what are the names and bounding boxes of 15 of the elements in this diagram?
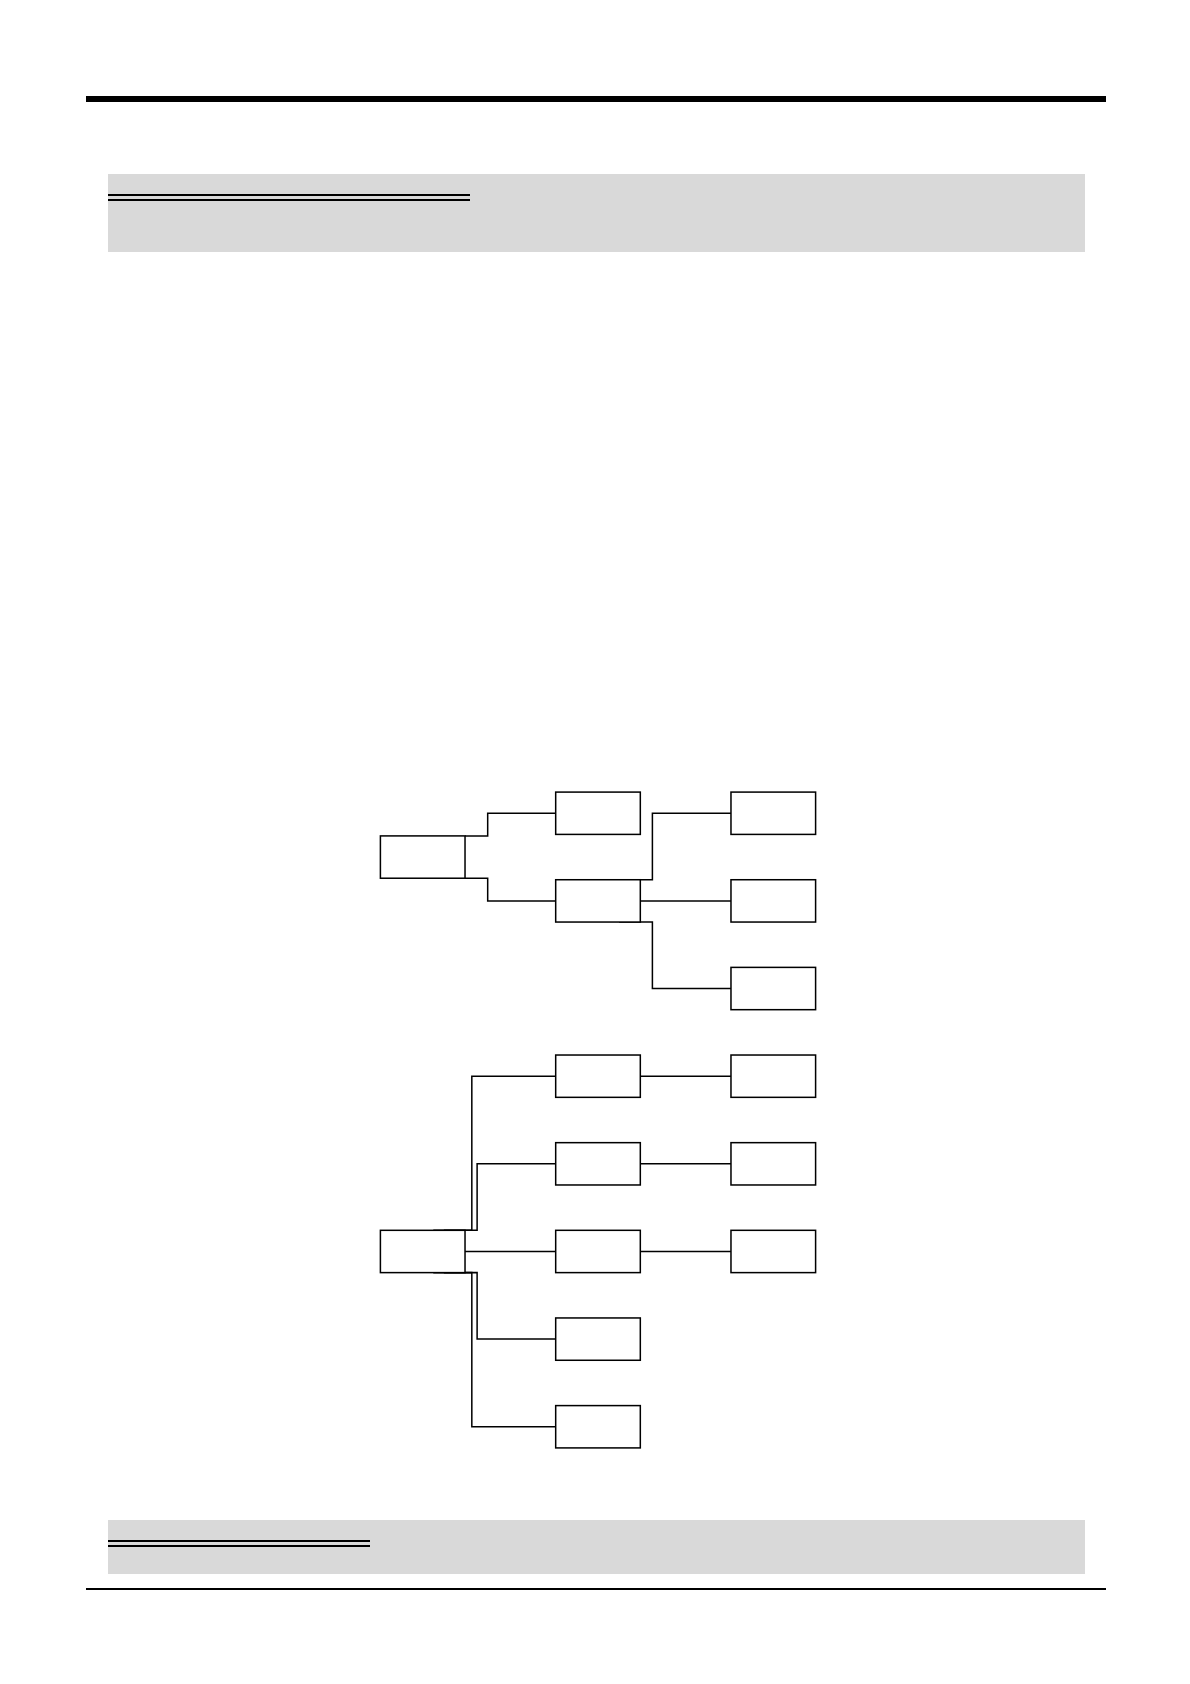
node-box: [554, 791, 642, 836]
node-box: [554, 1317, 642, 1362]
node-box: [730, 878, 817, 923]
node-box: [379, 1229, 466, 1274]
node-box: [554, 878, 642, 923]
node-box: [730, 1054, 817, 1099]
node-box: [554, 1404, 642, 1449]
node-box: [730, 966, 817, 1011]
node-box: [730, 791, 817, 836]
node-box: [554, 1054, 642, 1099]
node-box: [554, 1141, 642, 1186]
node-box: [379, 835, 466, 879]
node-box: [554, 1229, 642, 1274]
node-box: [730, 1229, 817, 1274]
node-box: [730, 1141, 817, 1186]
